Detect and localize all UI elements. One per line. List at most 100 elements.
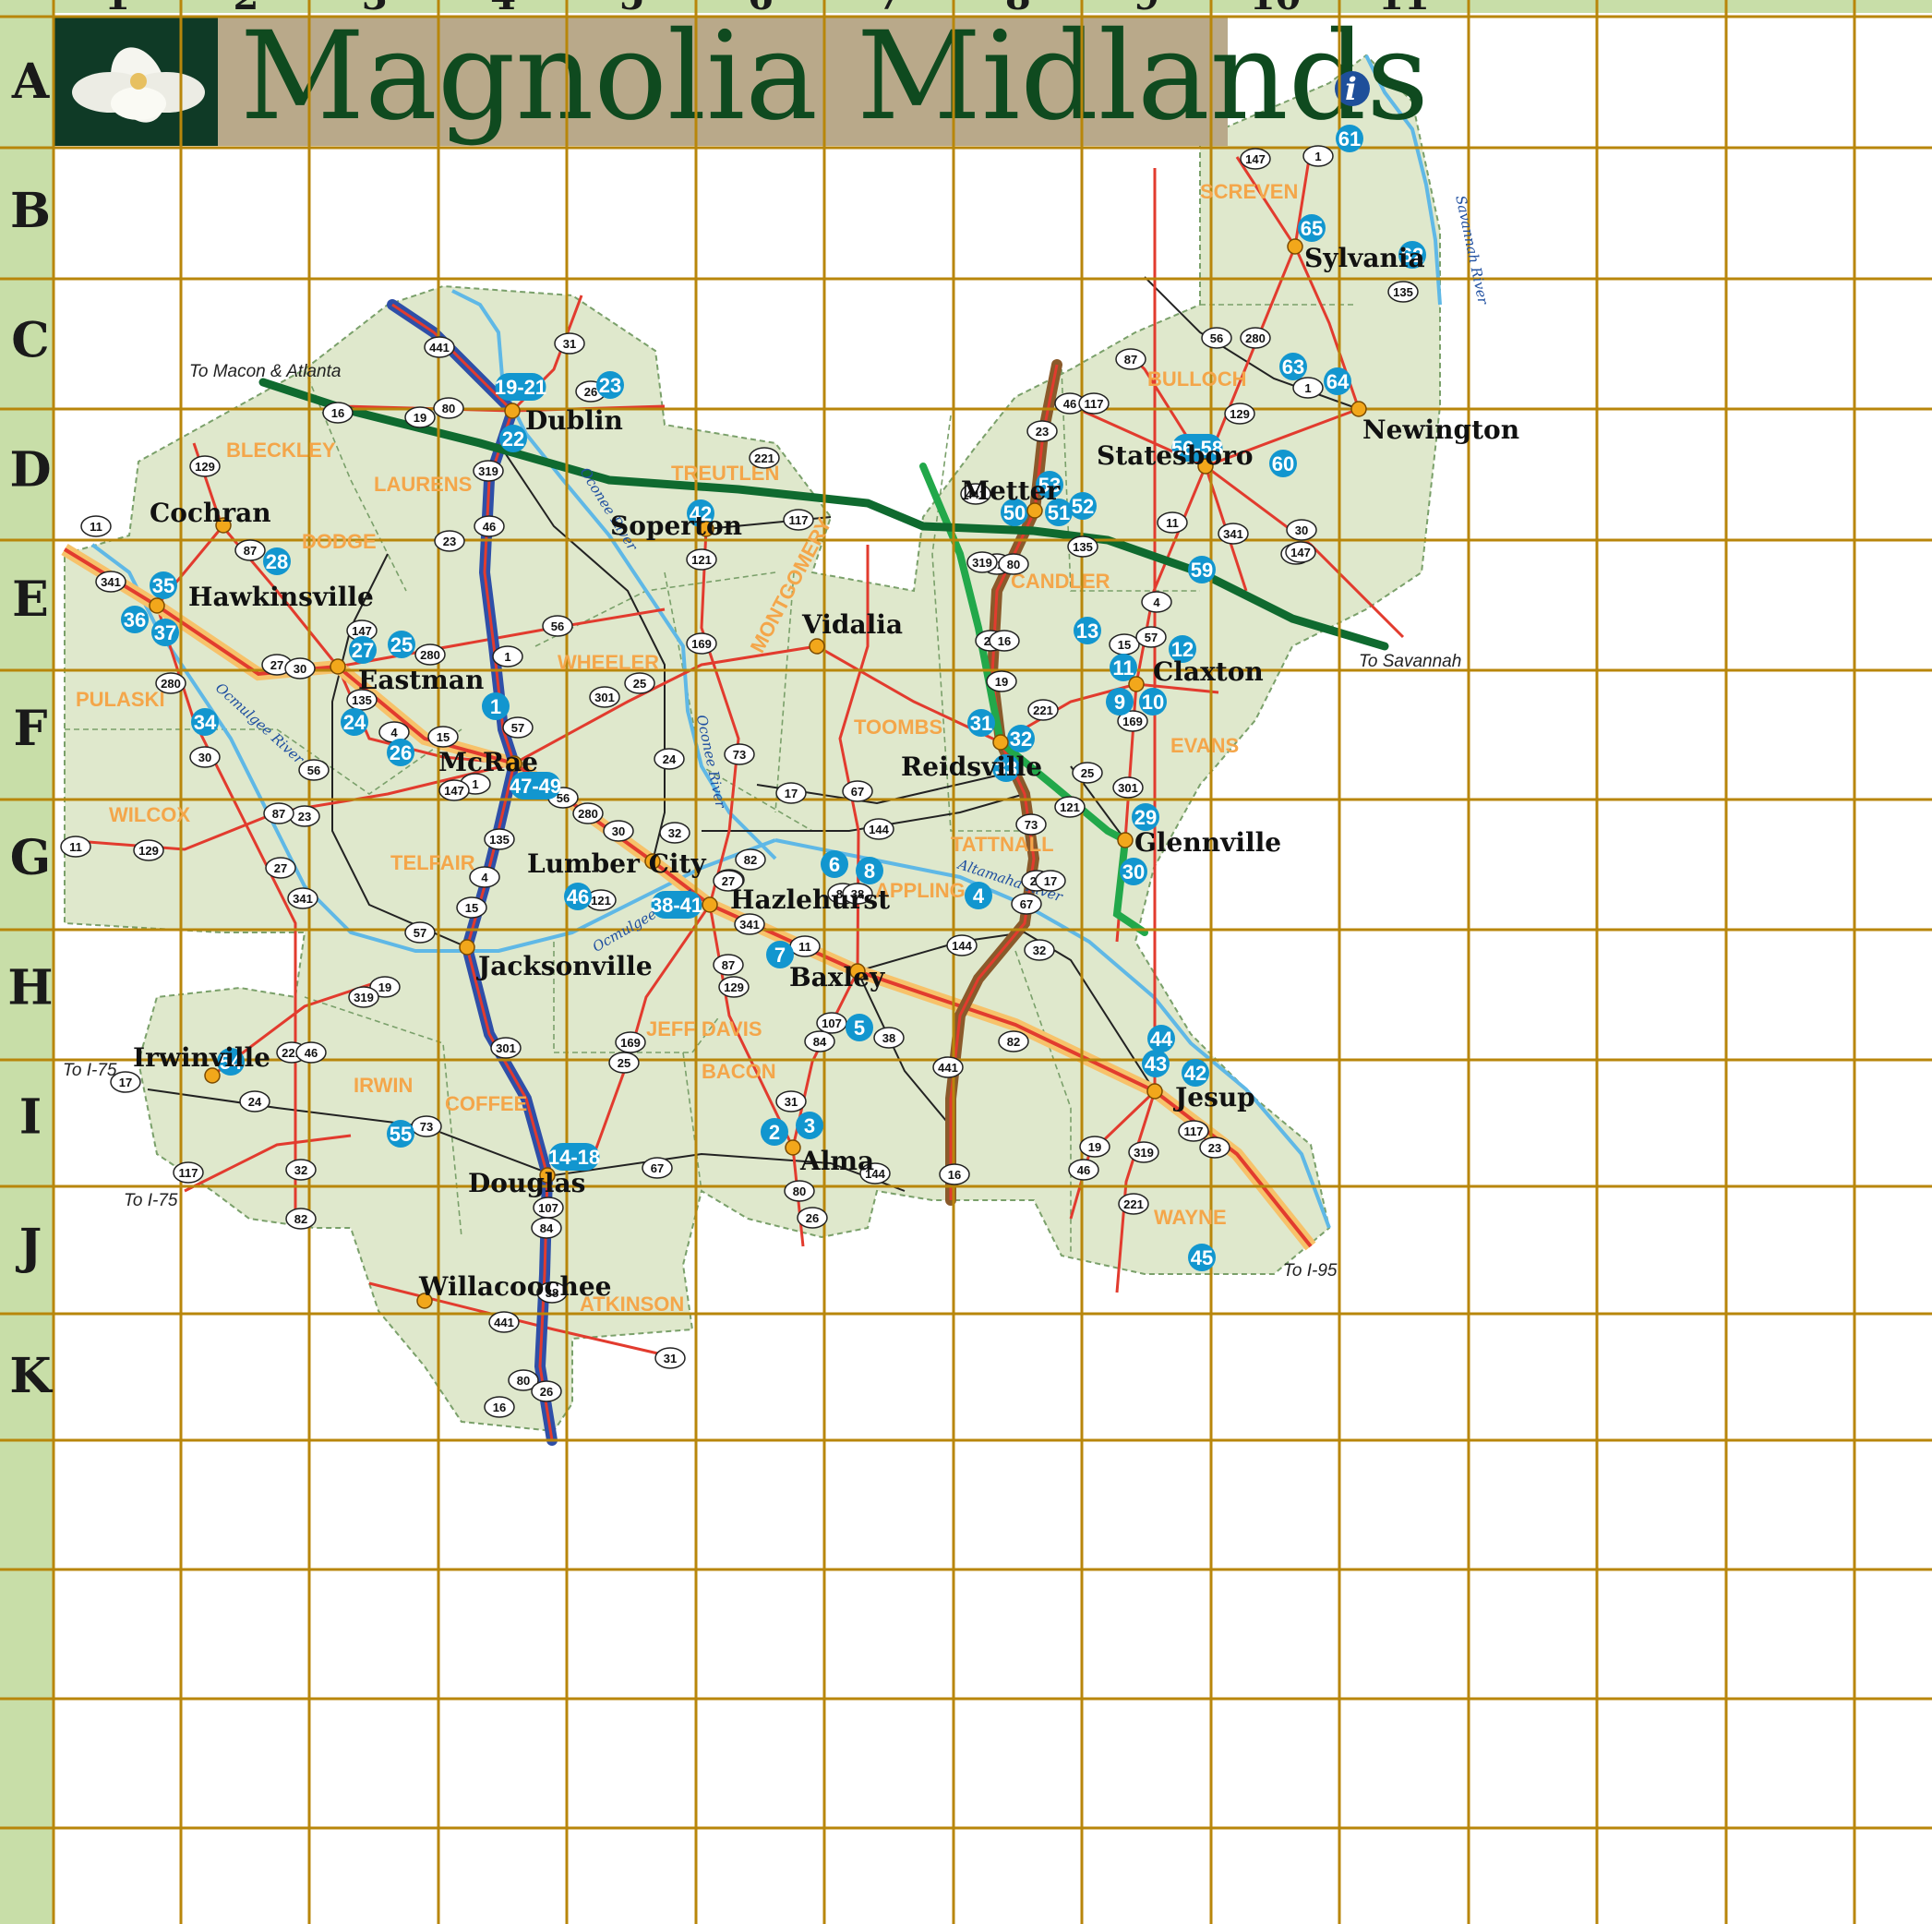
poi-marker-33[interactable]: 33 xyxy=(992,754,1020,782)
poi-marker-30[interactable]: 30 xyxy=(1120,858,1147,885)
poi-marker-54[interactable]: 54 xyxy=(217,1048,245,1076)
city-glennville[interactable]: Glennville xyxy=(1117,827,1281,858)
poi-marker-31[interactable]: 31 xyxy=(967,709,995,737)
poi-marker-29[interactable]: 29 xyxy=(1132,803,1159,831)
highway-shield-82: 82 xyxy=(998,1030,1029,1052)
poi-marker-46[interactable]: 46 xyxy=(564,883,592,910)
poi-marker-5[interactable]: 5 xyxy=(846,1014,873,1041)
city-baxley[interactable]: Baxley xyxy=(789,962,885,992)
city-cochran[interactable]: Cochran xyxy=(150,498,271,534)
column-header-band xyxy=(0,0,1932,13)
shield-label: 301 xyxy=(496,1041,516,1055)
poi-marker-4[interactable]: 4 xyxy=(965,882,992,909)
poi-marker-10[interactable]: 10 xyxy=(1139,688,1167,715)
poi-marker-52[interactable]: 52 xyxy=(1069,492,1097,520)
shield-label: 117 xyxy=(1184,1124,1204,1138)
poi-marker-44[interactable]: 44 xyxy=(1147,1025,1175,1052)
highway-shield-441: 441 xyxy=(488,1311,520,1333)
shield-label: 19 xyxy=(995,675,1008,689)
shield-label: 31 xyxy=(664,1352,677,1365)
city-hawkinsville[interactable]: Hawkinsville xyxy=(149,582,374,614)
city-irwinville[interactable]: Irwinville xyxy=(133,1042,270,1084)
city-newington[interactable]: Newington xyxy=(1350,401,1519,445)
city-eastman[interactable]: Eastman xyxy=(330,658,484,695)
city-soperton[interactable]: Soperton xyxy=(610,511,742,541)
poi-marker-24[interactable]: 24 xyxy=(341,708,368,736)
poi-marker-bg xyxy=(651,891,702,919)
poi-marker-label: 5 xyxy=(854,1016,865,1040)
poi-marker-60[interactable]: 60 xyxy=(1269,450,1297,477)
city-dublin[interactable]: Dublin xyxy=(504,403,623,436)
shield-label: 84 xyxy=(540,1221,554,1235)
poi-marker-1[interactable]: 1 xyxy=(482,692,510,720)
city-label: Cochran xyxy=(150,498,271,528)
city-metter[interactable]: Metter xyxy=(961,475,1061,519)
poi-marker-32[interactable]: 32 xyxy=(1007,725,1035,752)
city-dot xyxy=(1026,502,1043,519)
poi-marker-2[interactable]: 2 xyxy=(761,1118,788,1146)
poi-marker-65[interactable]: 65 xyxy=(1298,214,1326,242)
poi-marker-34[interactable]: 34 xyxy=(191,708,219,736)
city-sylvania[interactable]: Sylvania xyxy=(1287,238,1425,273)
poi-marker-12[interactable]: 12 xyxy=(1169,635,1196,663)
poi-marker-61[interactable]: 61 xyxy=(1336,125,1363,152)
highway-shield-117: 117 xyxy=(783,509,814,531)
poi-marker-50[interactable]: 50 xyxy=(1001,499,1028,526)
city-hazlehurst[interactable]: Hazlehurst xyxy=(702,884,890,915)
poi-marker-19-21[interactable]: 19-21 xyxy=(495,373,546,401)
city-statesboro[interactable]: Statesboro xyxy=(1097,440,1254,475)
poi-marker-42[interactable]: 42 xyxy=(1182,1059,1209,1087)
city-mcrae[interactable]: McRae xyxy=(438,747,538,777)
highway-shield-67: 67 xyxy=(1011,893,1042,915)
poi-marker-38-41[interactable]: 38-41 xyxy=(651,891,702,919)
poi-marker-45[interactable]: 45 xyxy=(1188,1244,1216,1271)
poi-marker-6[interactable]: 6 xyxy=(821,850,848,878)
city-reidsville[interactable]: Reidsville xyxy=(901,734,1042,782)
city-lumber-city[interactable]: Lumber City xyxy=(527,848,706,879)
poi-marker-43[interactable]: 43 xyxy=(1142,1050,1170,1077)
highway-shield-1: 1 xyxy=(1292,377,1324,399)
poi-marker-26[interactable]: 26 xyxy=(387,739,414,766)
shield-bg xyxy=(713,870,744,892)
city-jacksonville[interactable]: Jacksonville xyxy=(459,939,653,981)
poi-marker-3[interactable]: 3 xyxy=(796,1112,823,1139)
visitor-info-icon[interactable]: i xyxy=(1335,71,1370,108)
city-douglas[interactable]: Douglas xyxy=(468,1167,585,1198)
poi-marker-11[interactable]: 11 xyxy=(1110,654,1137,681)
poi-marker-35[interactable]: 35 xyxy=(150,571,177,599)
poi-marker-25[interactable]: 25 xyxy=(388,631,415,658)
poi-marker-53[interactable]: 53 xyxy=(1036,471,1063,499)
road-line xyxy=(513,644,1002,765)
county-label: SCREVEN xyxy=(1200,180,1298,203)
highway-shield-280: 280 xyxy=(155,672,186,694)
poi-marker-62[interactable]: 62 xyxy=(1398,241,1426,269)
poi-marker-56-58[interactable]: 56-58 xyxy=(1171,434,1223,462)
poi-marker-7[interactable]: 7 xyxy=(766,941,794,968)
shield-label: 19 xyxy=(414,411,426,425)
poi-marker-63[interactable]: 63 xyxy=(1279,353,1307,380)
poi-marker-59[interactable]: 59 xyxy=(1188,556,1216,583)
poi-marker-27[interactable]: 27 xyxy=(349,636,377,664)
poi-marker-47-49[interactable]: 47-49 xyxy=(510,772,561,800)
poi-marker-8[interactable]: 8 xyxy=(856,857,883,884)
shield-bg xyxy=(1224,403,1255,425)
poi-marker-22[interactable]: 22 xyxy=(499,425,527,452)
column-label: 8 xyxy=(1005,0,1031,18)
poi-marker-14-18[interactable]: 14-18 xyxy=(548,1143,600,1171)
poi-marker-37[interactable]: 37 xyxy=(151,619,179,646)
poi-marker-bg xyxy=(1147,1025,1175,1052)
poi-marker-9[interactable]: 9 xyxy=(1106,688,1134,715)
poi-marker-23[interactable]: 23 xyxy=(596,371,624,399)
shield-bg xyxy=(80,515,112,537)
poi-marker-13[interactable]: 13 xyxy=(1074,617,1101,644)
city-vidalia[interactable]: Vidalia xyxy=(801,609,903,655)
city-willacoochee[interactable]: Willacoochee xyxy=(416,1271,611,1309)
poi-marker-51[interactable]: 51 xyxy=(1045,499,1073,526)
poi-marker-55[interactable]: 55 xyxy=(387,1120,414,1148)
poi-marker-28[interactable]: 28 xyxy=(263,547,291,575)
city-claxton[interactable]: Claxton xyxy=(1128,656,1264,692)
city-alma[interactable]: Alma xyxy=(785,1139,874,1176)
poi-marker-64[interactable]: 64 xyxy=(1324,367,1351,395)
poi-marker-36[interactable]: 36 xyxy=(121,606,149,633)
city-jesup[interactable]: Jesup xyxy=(1146,1082,1255,1112)
